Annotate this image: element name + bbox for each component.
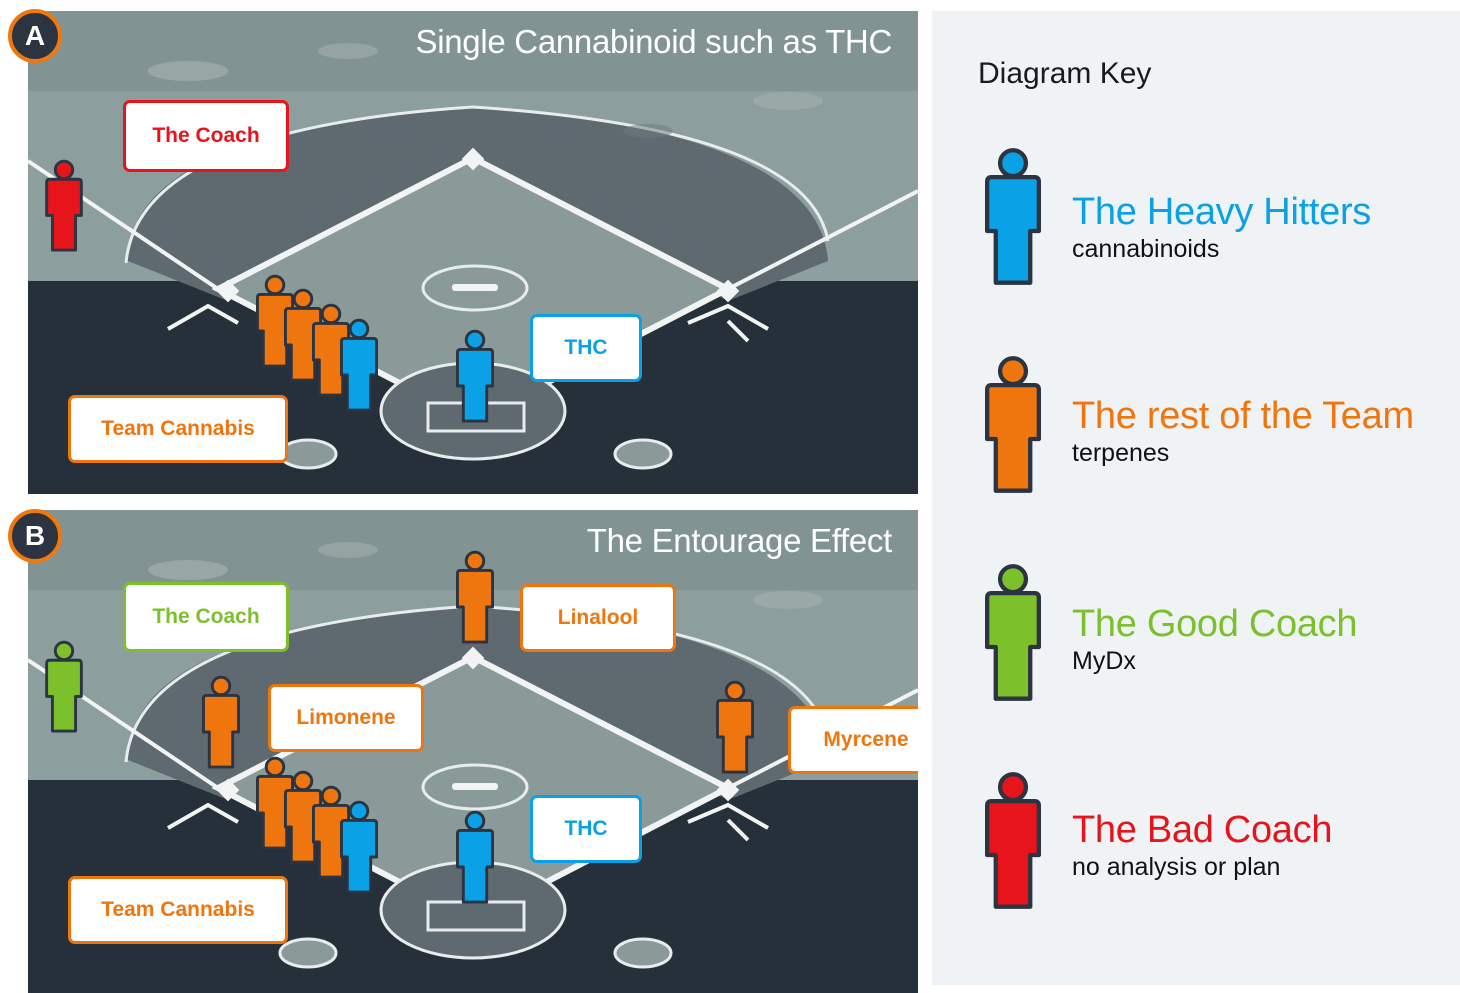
key-sub: terpenes [1072, 439, 1170, 467]
coach-label: The Coach [152, 124, 260, 147]
limonene-label: Limonene [296, 706, 396, 729]
coach-label: The Coach [152, 605, 260, 628]
key-title: Diagram Key [978, 57, 1152, 90]
person-icon [978, 147, 1048, 287]
panel-b-entourage-effect: The Entourage Effect The Coach Linalool … [28, 510, 918, 993]
diagram-key: Diagram Key The Heavy Hitters cannabinoi… [932, 11, 1460, 985]
key-heading: The Heavy Hitters [1072, 191, 1371, 233]
panel-b-title: The Entourage Effect [586, 522, 893, 559]
key-sub: no analysis or plan [1072, 853, 1281, 881]
thc-bubble: THC [530, 795, 642, 863]
myrcene-label: Myrcene [823, 728, 909, 751]
linalool-figure [455, 550, 495, 644]
person-icon [978, 563, 1048, 703]
panel-a-title: Single Cannabinoid such as THC [415, 23, 892, 60]
myrcene-figure [715, 680, 755, 774]
cannabinoid-figure [339, 800, 379, 894]
limonene-figure [201, 675, 241, 769]
coach-bubble: The Coach [123, 100, 289, 172]
good-coach-figure [45, 640, 83, 733]
thc-figure [455, 810, 495, 904]
cannabinoid-figure [339, 318, 379, 412]
key-heading: The Bad Coach [1072, 809, 1333, 851]
panel-b-badge: B [8, 509, 62, 563]
coach-bubble: The Coach [123, 582, 289, 652]
person-icon [978, 355, 1048, 495]
team-cannabis-label: Team Cannabis [101, 898, 255, 921]
thc-bubble: THC [530, 314, 642, 382]
thc-label: THC [564, 817, 608, 840]
key-sub: MyDx [1072, 647, 1136, 675]
linalool-bubble: Linalool [520, 584, 676, 652]
team-cannabis-bubble: Team Cannabis [68, 395, 288, 463]
thc-label: THC [564, 336, 608, 359]
bad-coach-figure [45, 159, 83, 252]
limonene-bubble: Limonene [268, 684, 424, 752]
panel-a-badge: A [8, 9, 62, 63]
linalool-label: Linalool [557, 606, 639, 629]
key-sub: cannabinoids [1072, 235, 1220, 263]
team-cannabis-label: Team Cannabis [101, 417, 255, 440]
key-heading: The rest of the Team [1072, 395, 1414, 437]
panel-a-single-cannabinoid: Single Cannabinoid such as THC The Coach… [28, 11, 918, 494]
thc-figure [455, 329, 495, 423]
team-cannabis-bubble: Team Cannabis [68, 876, 288, 944]
myrcene-bubble: Myrcene [788, 706, 918, 774]
person-icon [978, 771, 1048, 911]
key-heading: The Good Coach [1072, 603, 1358, 645]
